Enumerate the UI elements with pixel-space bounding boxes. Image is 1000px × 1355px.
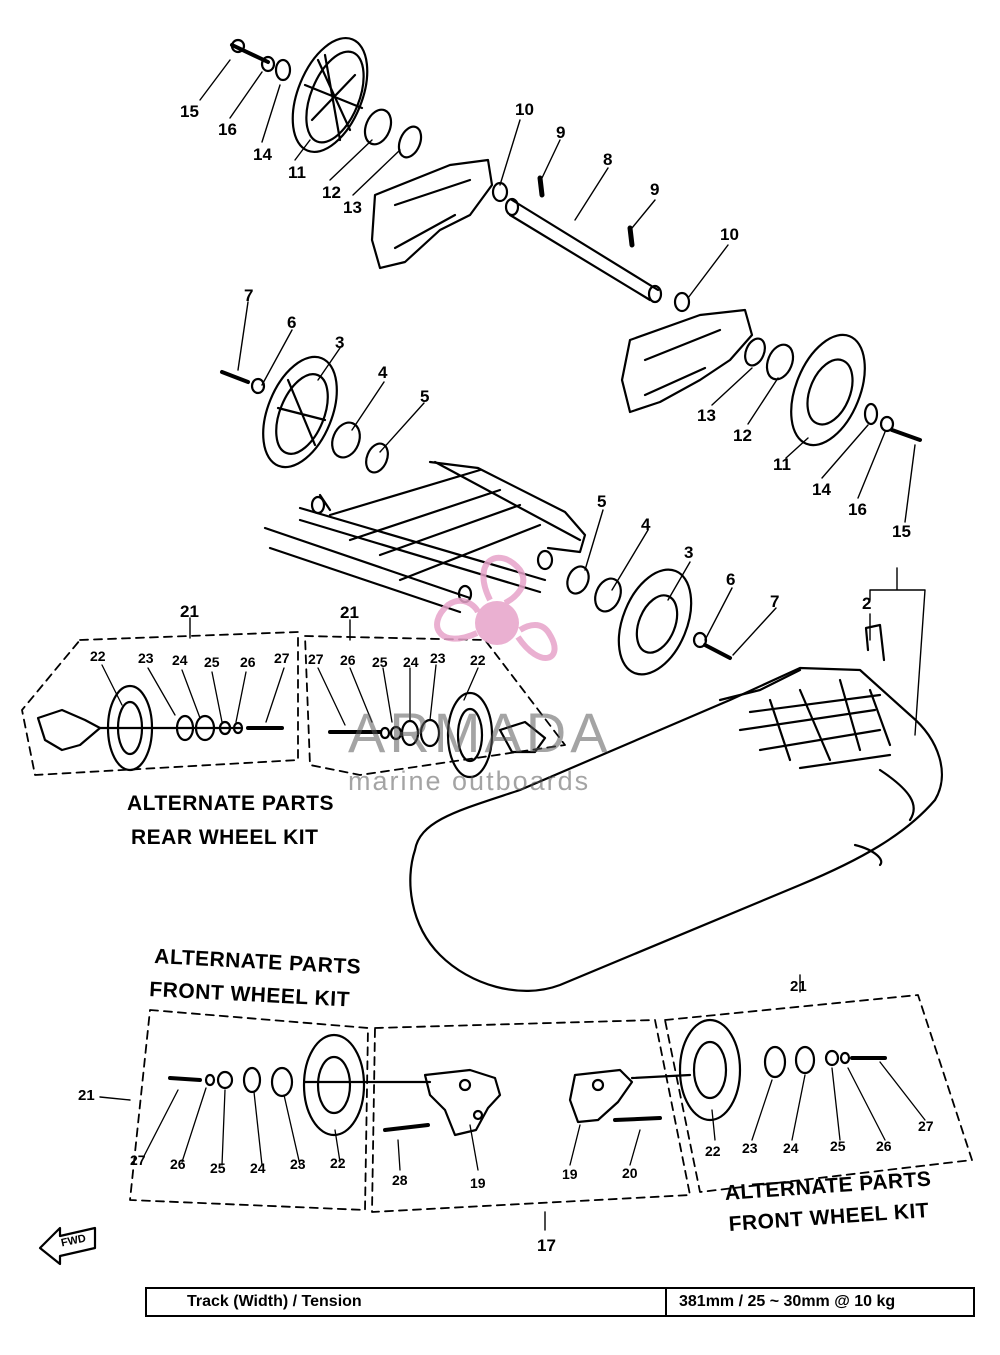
rear-kit-caption-line1: ALTERNATE PARTS [127,792,334,815]
callout-15: 15 [180,102,199,121]
callout-5b: 5 [597,492,607,511]
upper-right-arm [620,308,922,447]
front-kit-parts-middle [383,1068,692,1137]
slide-frame [263,460,587,614]
callout-25-rr: 25 [372,654,388,670]
callout-24-fr: 24 [783,1140,799,1156]
spec-table: Track (Width) / Tension 381mm / 25 ~ 30m… [145,1287,975,1317]
callout-12b: 12 [733,426,752,445]
callout-25-rl: 25 [204,654,220,670]
callout-25-fl: 25 [210,1160,226,1176]
callout-26-rr: 26 [340,652,356,668]
callout-21-front-left: 21 [78,1087,95,1104]
watermark-tagline: marine outboards [348,766,591,796]
callout-23-fl: 23 [290,1156,306,1172]
rear-kit-box-left [21,631,299,776]
callout-26-fl: 26 [170,1156,186,1172]
callout-11: 11 [288,163,306,182]
callout-15b: 15 [892,522,911,541]
rear-kit-caption-line2: REAR WHEEL KIT [131,826,319,849]
callout-7b: 7 [770,592,780,611]
callout-26-fr: 26 [876,1138,892,1154]
callout-23-rr: 23 [430,650,446,666]
callout-10b: 10 [720,225,739,244]
callout-9a: 9 [556,123,566,142]
middle-left-wheel-group [220,355,389,474]
watermark-brand: ARMADA [348,701,612,764]
callout-14: 14 [253,145,272,164]
front-kit-parts-right [678,1018,887,1122]
callout-2: 2 [862,594,872,613]
callout-22-fl: 22 [330,1155,346,1171]
propeller-logo [434,554,558,661]
callout-24-rr: 24 [403,654,419,670]
front-kit-box-middle [371,1019,691,1213]
front-kit-parts-left [168,1033,432,1137]
callout-5a: 5 [420,387,430,406]
callout-28: 28 [392,1172,408,1188]
callout-27-fl: 27 [130,1152,146,1168]
callout-11b: 11 [773,455,791,474]
track-belt [409,623,943,992]
upper-left-wheel-group [230,36,423,159]
callout-21-front-right: 21 [790,978,807,995]
rear-kit-box-right [304,635,566,776]
callout-22-rl: 22 [90,648,106,664]
callout-24-fl: 24 [250,1160,266,1176]
rear-kit-parts-left [36,684,284,772]
callout-23-fr: 23 [742,1140,758,1156]
callout-13: 13 [343,198,362,217]
callout-8: 8 [603,150,613,169]
callout-16b: 16 [848,500,867,519]
callout-21-rear-right: 21 [340,603,359,622]
callout-13b: 13 [697,406,716,425]
callout-10a: 10 [515,100,534,119]
callout-3a: 3 [335,333,345,352]
callout-12: 12 [322,183,341,202]
callout-21-rear-left: 21 [180,602,199,621]
leader-lines [199,59,926,736]
callout-24-rl: 24 [172,652,188,668]
front-kit-box-left [129,1009,369,1211]
callout-22-rr: 22 [470,652,486,668]
upper-shaft [504,175,691,313]
callout-6b: 6 [726,570,736,589]
front-kit-box-right [664,994,973,1193]
callout-6a: 6 [287,313,297,332]
callout-22-fr: 22 [705,1143,721,1159]
upper-left-arm [370,158,509,270]
callout-17: 17 [537,1236,556,1255]
callout-27-fr: 27 [918,1118,934,1134]
callout-26-rl: 26 [240,654,256,670]
callout-4a: 4 [378,363,388,382]
callout-16: 16 [218,120,237,139]
fwd-arrow-icon [38,1226,97,1266]
callout-7a: 7 [244,286,254,305]
middle-right-wheel-group [566,565,732,676]
callout-25-fr: 25 [830,1138,846,1154]
callout-9b: 9 [650,180,660,199]
callout-14b: 14 [812,480,831,499]
spec-value: 381mm / 25 ~ 30mm @ 10 kg [679,1293,896,1310]
callout-19b: 19 [562,1166,578,1182]
callout-23-rl: 23 [138,650,154,666]
callout-20: 20 [622,1165,638,1181]
callout-3b: 3 [684,543,694,562]
callout-4b: 4 [641,515,651,534]
callout-27-rl: 27 [274,650,290,666]
spec-label: Track (Width) / Tension [147,1289,667,1315]
callout-27-rr: 27 [308,651,324,667]
callout-19a: 19 [470,1175,486,1191]
